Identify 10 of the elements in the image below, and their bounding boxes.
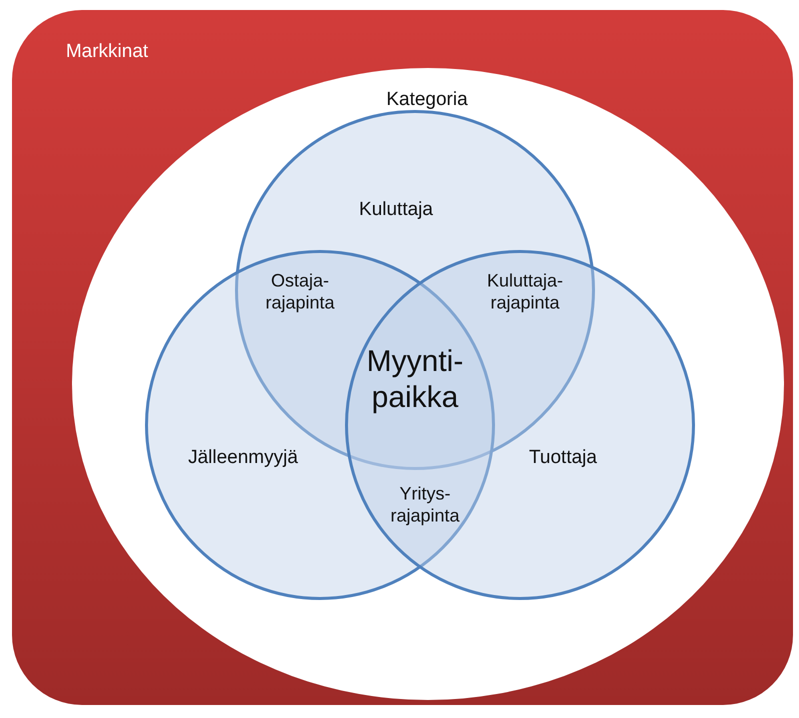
circle-label: Kuluttaja <box>359 199 433 221</box>
circle-label: Jälleenmyyjä <box>188 447 298 469</box>
region-label: Yritys- rajapinta <box>389 483 461 527</box>
market-panel <box>12 10 793 705</box>
region-label: Ostaja- rajapinta <box>264 270 336 314</box>
region-label: Kuluttaja- rajapinta <box>486 270 564 314</box>
region-label: Myynti- paikka <box>366 344 464 416</box>
panel-title: Markkinat <box>66 41 148 63</box>
circle-label: Tuottaja <box>529 447 597 469</box>
ellipse-title: Kategoria <box>386 89 468 111</box>
